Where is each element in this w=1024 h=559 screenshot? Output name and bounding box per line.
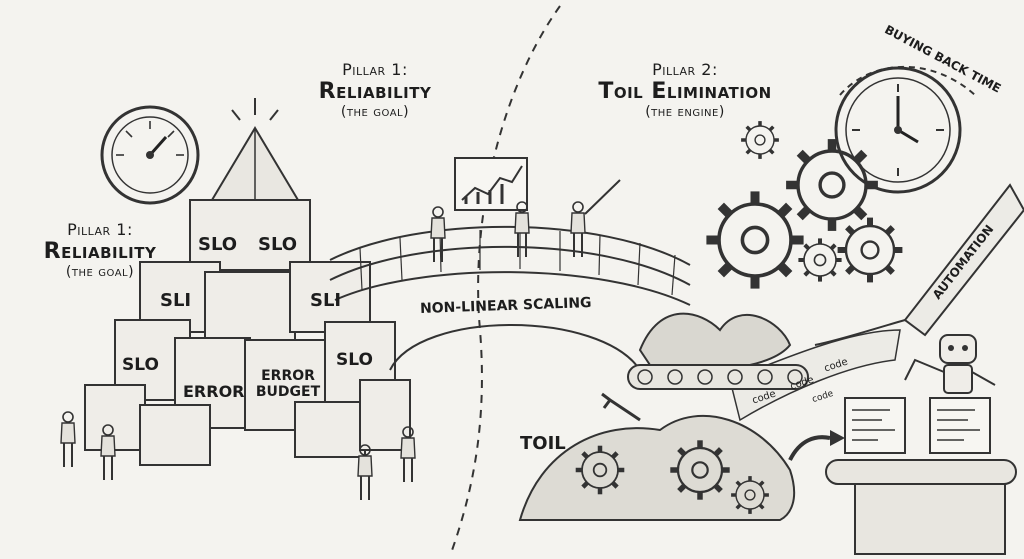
block-error: ERROR — [183, 382, 245, 401]
pillar-2-subtitle: (the engine) — [645, 104, 725, 120]
pillar-1-side-label: Pillar 1: Reliability (the goal) — [30, 220, 170, 280]
pillar-2-title: Toil Elimination — [598, 79, 772, 104]
block-error-budget: ERROR BUDGET — [255, 368, 321, 400]
pillar-1-side-subtitle: (the goal) — [65, 264, 135, 280]
output-conveyor — [825, 397, 1017, 555]
block-sli-left: SLI — [160, 290, 192, 311]
bridge — [329, 225, 691, 371]
block-slo-top-right: SLO — [258, 234, 298, 255]
pillar-1-kicker: Pillar 1: — [342, 60, 408, 79]
chart-icon — [454, 157, 528, 211]
toil-label: TOIL — [520, 433, 566, 454]
pyramid-apex — [210, 98, 300, 201]
pillar-2-kicker: Pillar 2: — [652, 60, 718, 79]
block-slo-mid-right: SLO — [336, 350, 373, 370]
clock-icon — [834, 66, 962, 194]
pillar-1-side-kicker: Pillar 1: — [67, 220, 133, 239]
robot-icon — [904, 334, 996, 394]
pillar-1-subtitle: (the goal) — [340, 104, 410, 120]
block-slo-mid-left: SLO — [122, 355, 159, 375]
pillar-1-header: Pillar 1: Reliability (the goal) — [290, 60, 460, 120]
buying-back-time-arrow — [839, 65, 976, 96]
block-slo-top-left: SLO — [198, 234, 238, 255]
pillar-1-side-title: Reliability — [43, 239, 157, 264]
robot-arm-icon — [814, 183, 1024, 346]
pillar-2-header: Pillar 2: Toil Elimination (the engine) — [575, 60, 795, 120]
divider-curve — [449, 5, 561, 557]
pillar-1-title: Reliability — [318, 79, 432, 104]
tangle-conveyor — [627, 312, 809, 390]
people-on-bridge — [430, 179, 621, 263]
pyramid-blocks — [84, 199, 411, 466]
arrow-icon — [788, 435, 831, 461]
code-stream — [729, 329, 901, 422]
block-sli-right: SLI — [310, 290, 342, 311]
toil-pile — [518, 392, 796, 521]
speedometer-icon — [100, 105, 200, 205]
